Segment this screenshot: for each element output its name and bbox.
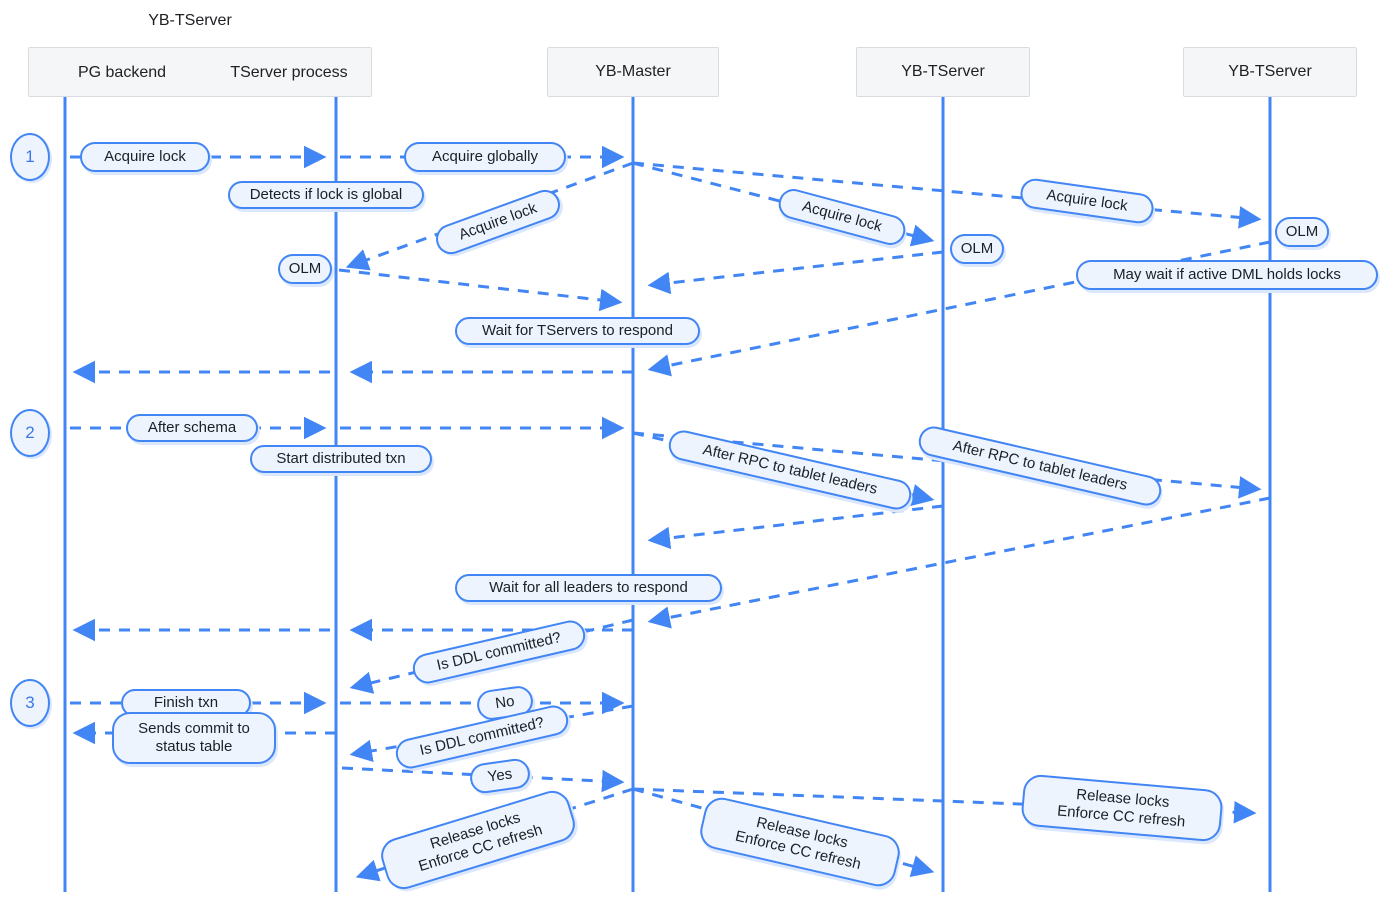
note-wait-for-tservers: Wait for TServers to respond — [455, 317, 700, 345]
group-title: YB-TServer — [148, 12, 232, 29]
step-2-badge: 2 — [10, 409, 50, 457]
arrow-local-olm-response — [338, 268, 623, 312]
header-yb-tserver-group: PG backend TServer process — [28, 47, 372, 97]
arrow-tserver1-response — [647, 250, 944, 295]
arrow-release-locks-tserver2 — [632, 787, 1257, 824]
step-3-badge: 3 — [10, 679, 50, 727]
participant-yb-master: YB-Master — [547, 47, 719, 97]
note-olm-tserver1: OLM — [950, 234, 1004, 264]
participant-pg-backend: PG backend — [77, 64, 167, 81]
step-1-badge: 1 — [10, 133, 50, 181]
lifelines — [63, 97, 1272, 892]
message-pill-after-schema: After schema — [126, 414, 258, 442]
note-may-wait-dml-locks: May wait if active DML holds locks — [1076, 260, 1378, 290]
note-wait-for-all-leaders: Wait for all leaders to respond — [455, 574, 722, 602]
message-pill-acquire-globally: Acquire globally — [404, 142, 566, 172]
arrow-leader-response-1 — [647, 504, 944, 550]
participant-tserver-process: TServer process — [230, 64, 348, 81]
participant-yb-tserver-2: YB-TServer — [1183, 47, 1357, 97]
note-olm-local: OLM — [278, 254, 332, 284]
participant-yb-tserver-1: YB-TServer — [856, 47, 1030, 97]
message-pill-acquire-lock: Acquire lock — [80, 142, 210, 172]
arrow-leader-response-2 — [647, 496, 1271, 629]
note-sends-commit-status-table: Sends commit to status table — [112, 712, 276, 764]
arrow-yes-response — [341, 766, 625, 793]
note-olm-tserver2: OLM — [1275, 217, 1329, 247]
note-start-distributed-txn: Start distributed txn — [250, 445, 432, 473]
note-detects-if-lock-is-global: Detects if lock is global — [228, 181, 424, 209]
arrow-master-to-olm-tserver2 — [632, 161, 1262, 229]
